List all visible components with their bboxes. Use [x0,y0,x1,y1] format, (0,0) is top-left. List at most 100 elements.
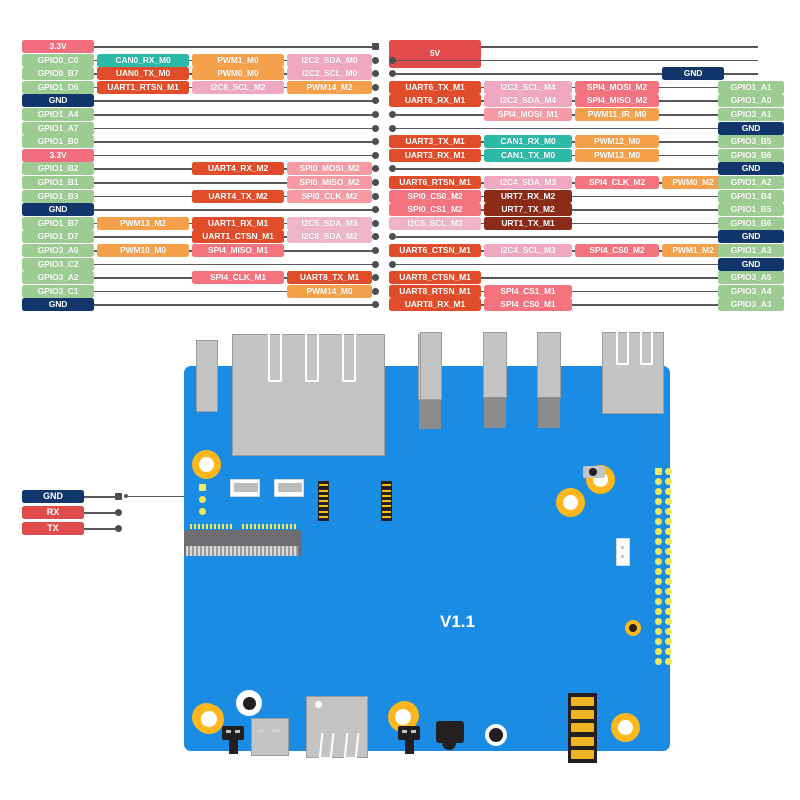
bottom-button[interactable] [489,728,503,742]
pin-function-right: PWM1_M2 [662,244,724,257]
debug-dot-tx [115,525,122,532]
pin-wire-right [396,195,758,198]
pin-dot-right[interactable] [389,260,396,268]
pin-dot-left[interactable] [372,56,379,64]
pin-function-right: I2C2_SCL_M4 [484,80,572,94]
pin-dot-left[interactable] [372,43,379,50]
debug-wire-gnd [84,496,118,498]
pin-label-left: GPIO3_C1 [22,284,94,298]
pin-dot-left[interactable] [372,151,379,159]
pin-function-left: SPI0_CLK_M2 [287,189,372,203]
pin-label-left: GPIO1_B7 [22,216,94,230]
pin-label-left: GPIO3_C2 [22,257,94,271]
pin-label-right: GND [718,121,784,135]
usb-port-b [483,332,507,398]
pin-dot-left[interactable] [372,83,379,91]
pin-dot-right[interactable] [389,56,396,64]
pin-dot-left[interactable] [372,287,379,295]
pin-function-right: SPI0_CS0_M2 [389,189,481,203]
pin-wire-left [22,100,379,102]
gpio-header-pins[interactable] [655,468,672,665]
pin-function-left: PWM14_M0 [287,284,372,298]
pin-function-right: PWM12_M0 [575,135,659,149]
pin-function-left: SPI4_MISO_M1 [192,244,284,257]
ethernet-slot-3 [342,334,356,382]
pin-wire-left [22,46,379,48]
top-shield-2-pin [419,399,441,429]
pin-wire-right [396,236,758,238]
pin-function-left: I2C5_SDA_M3 [287,216,372,230]
pin-function-right: PWM13_M0 [575,148,659,162]
pin-label-left: GPIO1_B0 [22,135,94,149]
usb-port-c [537,332,561,398]
pin-dot-left[interactable] [372,260,379,268]
pin-dot-left[interactable] [372,138,379,146]
pin-wire-right [396,59,758,62]
pin-function-right: SPI4_MOSI_M2 [575,80,659,94]
pin-wire-right [396,304,758,306]
pin-function-right: SPI4_CS0_M2 [575,244,659,257]
pin-function-left: UART4_RX_M2 [192,162,284,176]
debug-pin-gnd: GND [22,490,84,503]
pin-dot-right[interactable] [389,233,396,241]
pin-wire-left [22,290,379,293]
pin-wire-left [22,154,379,157]
debug-dot-rx [115,509,122,516]
pin-dot-left[interactable] [372,179,379,186]
pin-dot-left[interactable] [372,97,379,105]
pin-function-right: GND [662,67,724,81]
bottom-connector-1-pin-a [226,730,231,733]
pin-dot-left[interactable] [372,301,379,309]
pin-dot-left[interactable] [372,219,379,227]
pin-function-right: SPI4_CS1_M1 [484,284,572,298]
pin-function-right: UART3_TX_M1 [389,135,481,149]
pin-label-left: GPIO1_A4 [22,108,94,121]
pin-label-left: GND [22,94,94,108]
pin-function-left: UART1_RTSN_M1 [97,80,189,94]
mount-hole-top-right-2 [556,488,585,517]
button-black[interactable] [243,697,256,710]
led-2 [199,496,206,503]
pin-function-right: URT7_RX_M2 [484,189,572,203]
mount-hole-top-left [192,450,221,479]
pin-dot-right[interactable] [389,165,396,173]
pin-dot-left[interactable] [372,111,379,118]
pin-dot-left[interactable] [372,233,379,241]
pin-label-right: GPIO1_A1 [718,80,784,94]
pin-function-left: UAN0_TX_M0 [97,67,189,81]
fan-connector-2 [274,479,304,497]
pin-dot-left[interactable] [372,274,379,282]
pin-dot-right[interactable] [389,70,396,78]
pin-dot-left[interactable] [372,165,379,173]
top-shield-1 [196,340,218,412]
pin-function-left: PWM10_M0 [97,244,189,257]
debug-uart-header-group: GND RX TX [0,318,188,800]
bottom-hole-left [194,704,224,734]
pin-wire-right [396,127,758,130]
pin-label-left: GND [22,203,94,217]
usb-double-slot-1 [616,332,629,365]
pin-dot-left[interactable] [372,192,379,200]
pin-wire-right [396,277,758,279]
usb-double-slot-2 [640,332,653,365]
pin-wire-right [396,73,758,75]
pin-function-right: CAN1_TX_M0 [484,148,572,162]
pin-dot-right[interactable] [389,111,396,118]
board-version-label: V1.1 [440,612,475,631]
pin-dot-right[interactable] [389,124,396,132]
pin-dot-left[interactable] [372,70,379,78]
pin-dot-left[interactable] [372,247,379,254]
reset-button-dot[interactable] [589,468,597,476]
pin-dot-left[interactable] [372,206,379,214]
pin-dot-left[interactable] [372,124,379,132]
pin-function-left: I2C8_SDA_M2 [287,230,372,244]
